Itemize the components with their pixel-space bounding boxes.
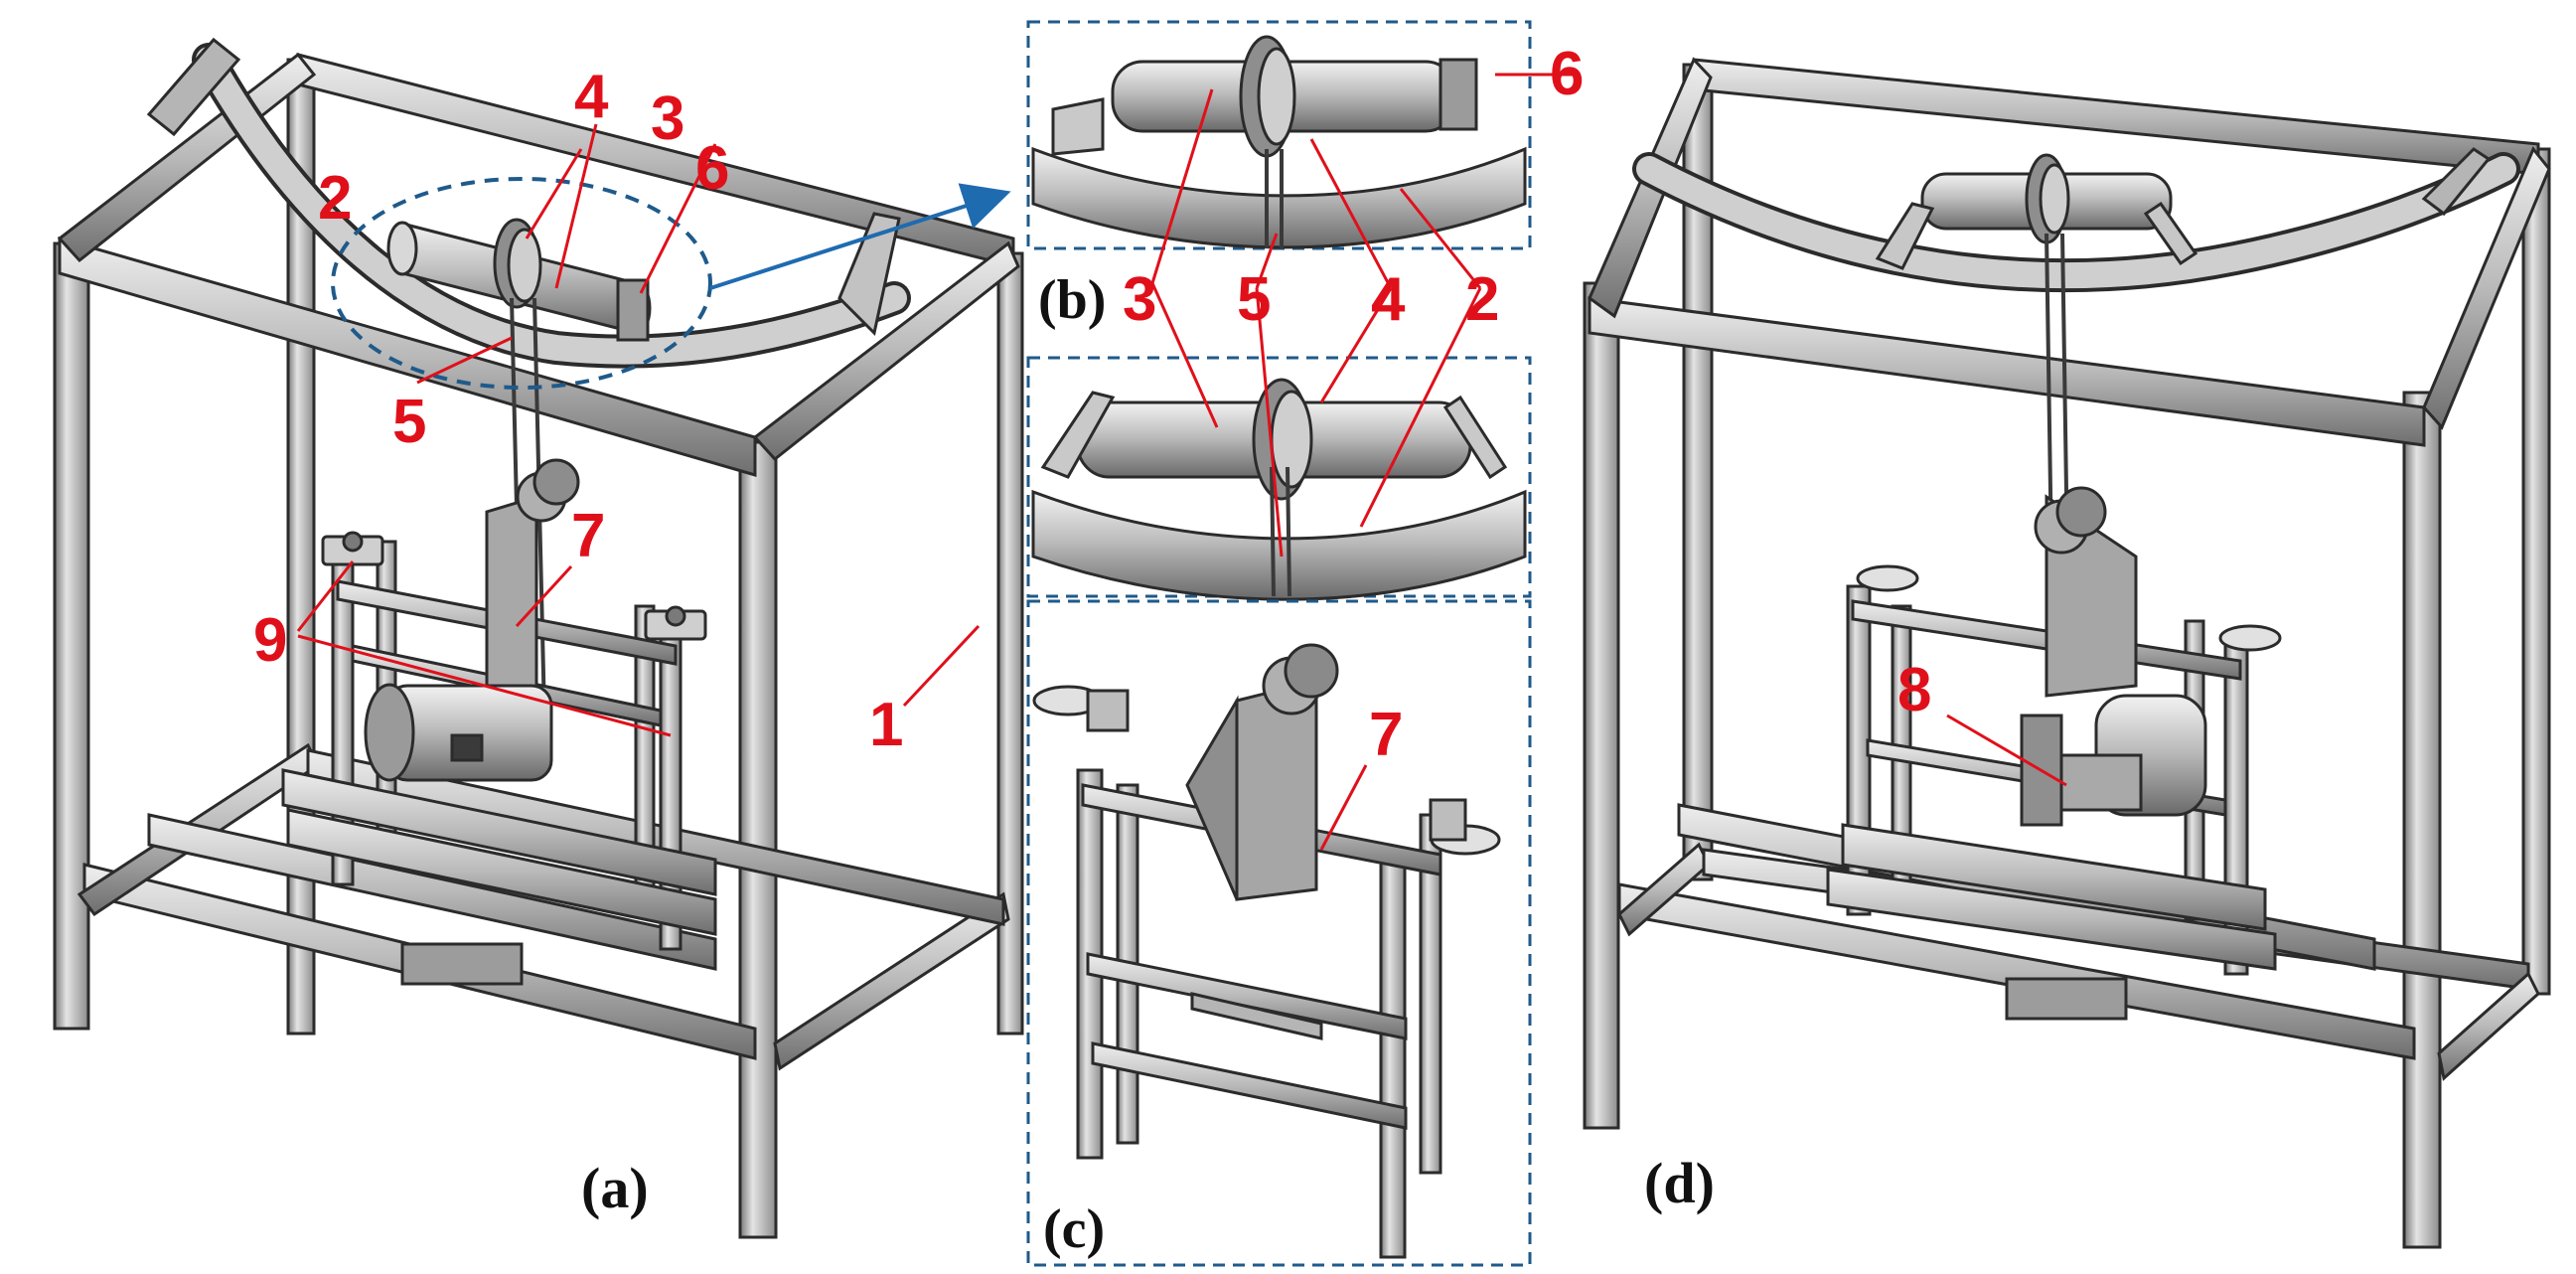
panel-a-leaders (296, 123, 981, 737)
panel-d-roller (1875, 153, 2198, 557)
callout-3: 3 (651, 84, 684, 153)
callout-6: 6 (695, 134, 729, 203)
panel-a-right-end-bracket (837, 212, 901, 337)
panel-d-right-end-bracket (2421, 147, 2492, 217)
callout-b-3: 3 (1123, 265, 1156, 334)
panel-b-leaders (1150, 73, 1580, 557)
panel-b-box-bottom (1026, 356, 1532, 598)
panel-label-c: (c) (1043, 1198, 1105, 1260)
panel-a-highlight-ellipse (331, 177, 712, 390)
panel-a-to-b-arrow (709, 183, 1011, 290)
callout-2: 2 (318, 164, 352, 233)
callout-b-6: 6 (1550, 40, 1584, 108)
panel-c-box (1026, 599, 1532, 1267)
callout-9: 9 (253, 606, 287, 675)
panel-a-hub (493, 218, 542, 309)
callout-c-7: 7 (1369, 701, 1403, 769)
panel-b-top-view (1031, 35, 1527, 249)
panel-label-a: (a) (581, 1156, 649, 1220)
panel-label-d: (d) (1644, 1151, 1715, 1215)
callout-1: 1 (869, 691, 903, 759)
callout-5: 5 (392, 388, 426, 456)
panel-d-leader-8 (1946, 714, 2067, 787)
panel-d-motor-assembly (1826, 486, 2282, 1021)
panel-b-bottom-view (1031, 378, 1527, 601)
callout-4: 4 (574, 63, 609, 131)
panel-a-left-end-bracket (146, 37, 241, 137)
panel-label-b: (b) (1038, 269, 1106, 331)
callout-b-4: 4 (1371, 265, 1406, 334)
callout-7: 7 (571, 502, 605, 570)
panel-c-leader-7 (1319, 764, 1368, 851)
callout-b-5: 5 (1237, 265, 1271, 334)
callout-d-8: 8 (1897, 656, 1931, 724)
callout-b-2: 2 (1465, 265, 1499, 334)
panel-a-motor-stand (281, 458, 717, 986)
panel-c-motor-stand (1032, 643, 1501, 1259)
